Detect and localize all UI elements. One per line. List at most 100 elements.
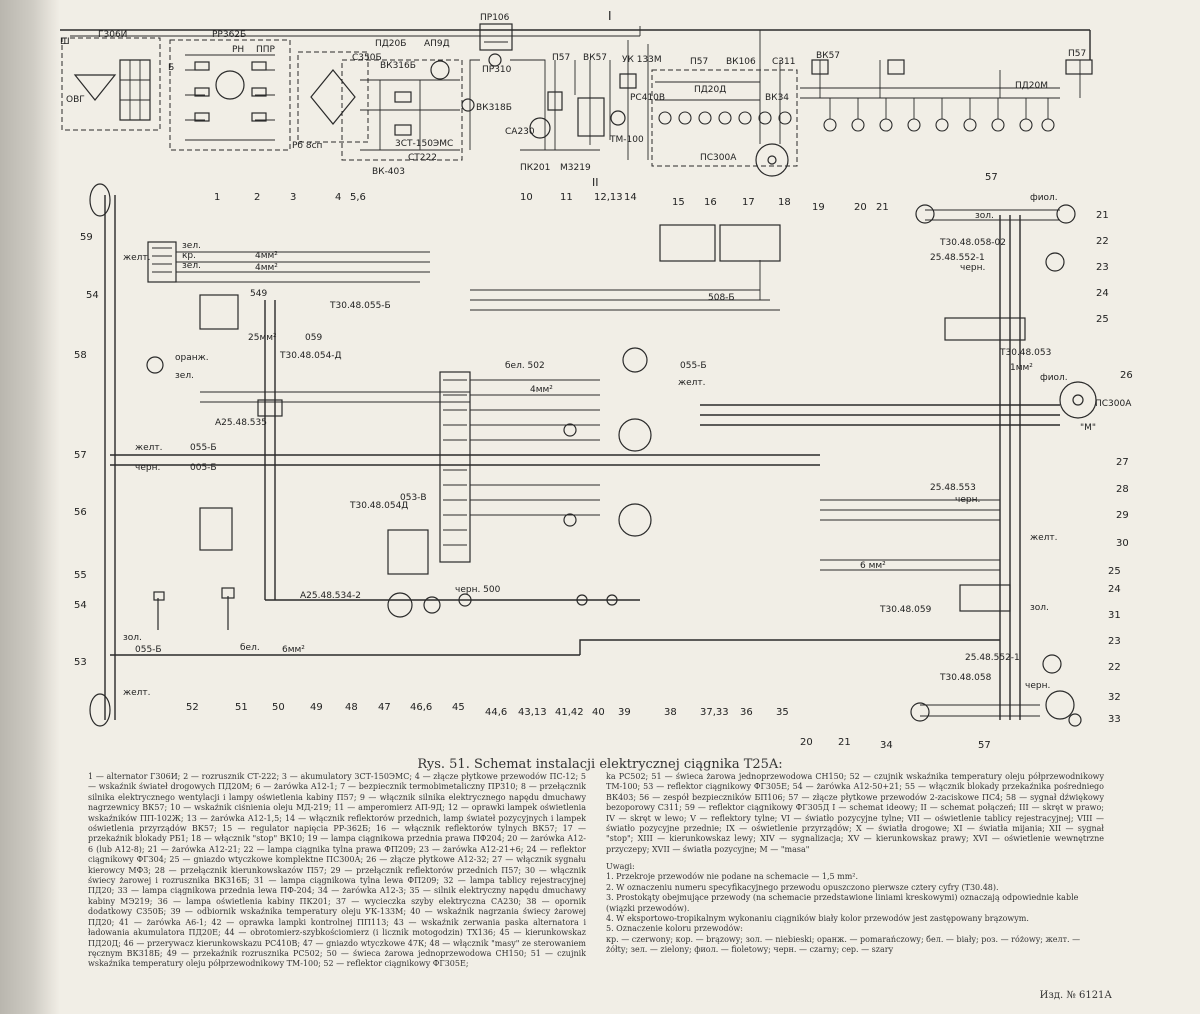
wire-label: 25.48.552-1 bbox=[930, 253, 985, 263]
schematic-label: Рб 8сп bbox=[292, 141, 323, 151]
note-item: 5. Oznaczenie koloru przewodów: bbox=[606, 924, 743, 934]
callout-number: 21 bbox=[876, 202, 889, 213]
relay-box bbox=[387, 529, 429, 575]
callout-number: 14 bbox=[624, 192, 637, 203]
figure-caption: Rys. 51. Schemat instalacji elektrycznej… bbox=[417, 757, 783, 772]
front-lamp-20 bbox=[915, 204, 935, 224]
callout-number: 19 bbox=[812, 202, 825, 213]
headlight-31 bbox=[1045, 690, 1075, 720]
note-item: 1. Przekroje przewodów nie podane na sch… bbox=[606, 872, 859, 882]
schematic-label: М3219 bbox=[560, 163, 591, 173]
callout-number: 35 bbox=[776, 707, 789, 718]
wire-label: 059 bbox=[305, 333, 322, 343]
headlight-59-left bbox=[89, 183, 111, 217]
callout-number: 21 bbox=[1096, 210, 1109, 221]
wire-label: черн. 500 bbox=[455, 585, 501, 595]
socket-ps300a-26 bbox=[1059, 381, 1097, 419]
gauge-temperature bbox=[618, 503, 652, 537]
trailer-socket-schematic bbox=[755, 143, 789, 177]
wire-label: ПС300А bbox=[1095, 399, 1132, 409]
schematic-label: РР362Б bbox=[212, 30, 246, 40]
schematic-label: ВК106 bbox=[726, 57, 756, 67]
wire-label: 25.48.552-1 bbox=[965, 653, 1020, 663]
callout-number: 48 bbox=[345, 702, 358, 713]
schematic-label: 3СТ-150ЭМС bbox=[395, 139, 453, 149]
gauge-oil-pressure bbox=[618, 418, 652, 452]
callout-number: 29 bbox=[1116, 510, 1129, 521]
wire-label: желт. bbox=[1030, 533, 1058, 543]
callout-number: 39 bbox=[618, 707, 631, 718]
callout-number: 47 bbox=[378, 702, 391, 713]
schematic-label: Б bbox=[168, 63, 174, 73]
switch-17 bbox=[719, 224, 781, 262]
page-spine-shadow bbox=[0, 0, 60, 1014]
schematic-label: ВК316Б bbox=[380, 61, 416, 71]
legend-left-column: 1 — alternator Г306И; 2 — rozrusznik СТ-… bbox=[88, 772, 586, 969]
callout-number: 1 bbox=[214, 192, 220, 203]
wire-label: фиол. bbox=[1030, 193, 1058, 203]
callout-number: 26 bbox=[1120, 370, 1133, 381]
schematic-label: П57 bbox=[1068, 49, 1086, 59]
callout-number: 24 bbox=[1096, 288, 1109, 299]
callout-number: 12,13 bbox=[594, 192, 623, 203]
schematic-label: ПД20Д bbox=[694, 85, 726, 95]
callout-number: 24 bbox=[1108, 584, 1121, 595]
wire-label: черн. bbox=[955, 495, 980, 505]
schematic-label: Ш bbox=[60, 37, 70, 47]
schematic-label: ТМ-100 bbox=[609, 135, 644, 145]
wire-label: черн. bbox=[135, 463, 160, 473]
wire-label: 508-Б bbox=[708, 293, 735, 303]
callout-number: 54 bbox=[74, 600, 87, 611]
callout-number: 41,42 bbox=[555, 707, 584, 718]
callout-number: 54 bbox=[86, 290, 99, 301]
headlight-24 bbox=[1045, 252, 1065, 272]
ammeter-block bbox=[341, 59, 463, 161]
callout-number: 17 bbox=[742, 197, 755, 208]
wire-label: 1мм² bbox=[1010, 363, 1033, 373]
wire-label: зел. bbox=[175, 371, 194, 381]
instrument-panel-block bbox=[651, 69, 798, 167]
ammeter-gauge bbox=[622, 347, 648, 373]
callout-number: 52 bbox=[186, 702, 199, 713]
switch-28-29 bbox=[944, 317, 1026, 341]
wire-label: "M" bbox=[1080, 423, 1096, 433]
legend-right-column: ka РС502; 51 — świeca żarowa jednoprzewo… bbox=[606, 772, 1104, 854]
horn-58 bbox=[146, 356, 164, 374]
callout-number: 46,6 bbox=[410, 702, 432, 713]
wire-label: T30.48.054Д bbox=[349, 501, 408, 511]
fuse-block-56 bbox=[199, 507, 233, 551]
schematic-label: ОВГ bbox=[66, 95, 85, 105]
signal-lamp-group-right bbox=[823, 118, 1055, 132]
callout-number: 20 bbox=[800, 737, 813, 748]
callout-number: 22 bbox=[1096, 236, 1109, 247]
callout-number: 25 bbox=[1096, 314, 1109, 325]
switch-30 bbox=[959, 584, 1011, 612]
schematic-label: П57 bbox=[552, 53, 570, 63]
wire-label: зол. bbox=[123, 633, 142, 643]
schematic-label: РН bbox=[232, 45, 244, 55]
callout-number: 18 bbox=[778, 197, 791, 208]
schematic-label: АП9Д bbox=[424, 39, 450, 49]
front-lamp-34 bbox=[910, 702, 930, 722]
roman-top-label: I bbox=[608, 9, 612, 23]
wire-label: 25.48.553 bbox=[930, 483, 976, 493]
callout-number: 51 bbox=[235, 702, 248, 713]
callout-number: 5,6 bbox=[350, 192, 366, 203]
schematic-label: ПК201 bbox=[520, 163, 550, 173]
callout-number: 31 bbox=[1108, 610, 1121, 621]
callout-number: 10 bbox=[520, 192, 533, 203]
callout-number: 22 bbox=[1108, 662, 1121, 673]
callout-number: 23 bbox=[1096, 262, 1109, 273]
schematic-label: ПД20Б bbox=[375, 39, 406, 49]
callout-number: 30 bbox=[1116, 538, 1129, 549]
regulator-device bbox=[199, 294, 239, 330]
schematic-label: РС410В bbox=[630, 93, 665, 103]
callout-number: 44,6 bbox=[485, 707, 507, 718]
schematic-label: С350Б bbox=[352, 53, 382, 63]
wire-label: 055-Б bbox=[135, 645, 162, 655]
callout-number: 33 bbox=[1108, 714, 1121, 725]
schematic-label: УК 133М bbox=[622, 55, 662, 65]
schematic-label: ВК57 bbox=[816, 51, 840, 61]
schematic-label: ПР310 bbox=[482, 65, 512, 75]
callout-number: 57 bbox=[978, 740, 991, 751]
